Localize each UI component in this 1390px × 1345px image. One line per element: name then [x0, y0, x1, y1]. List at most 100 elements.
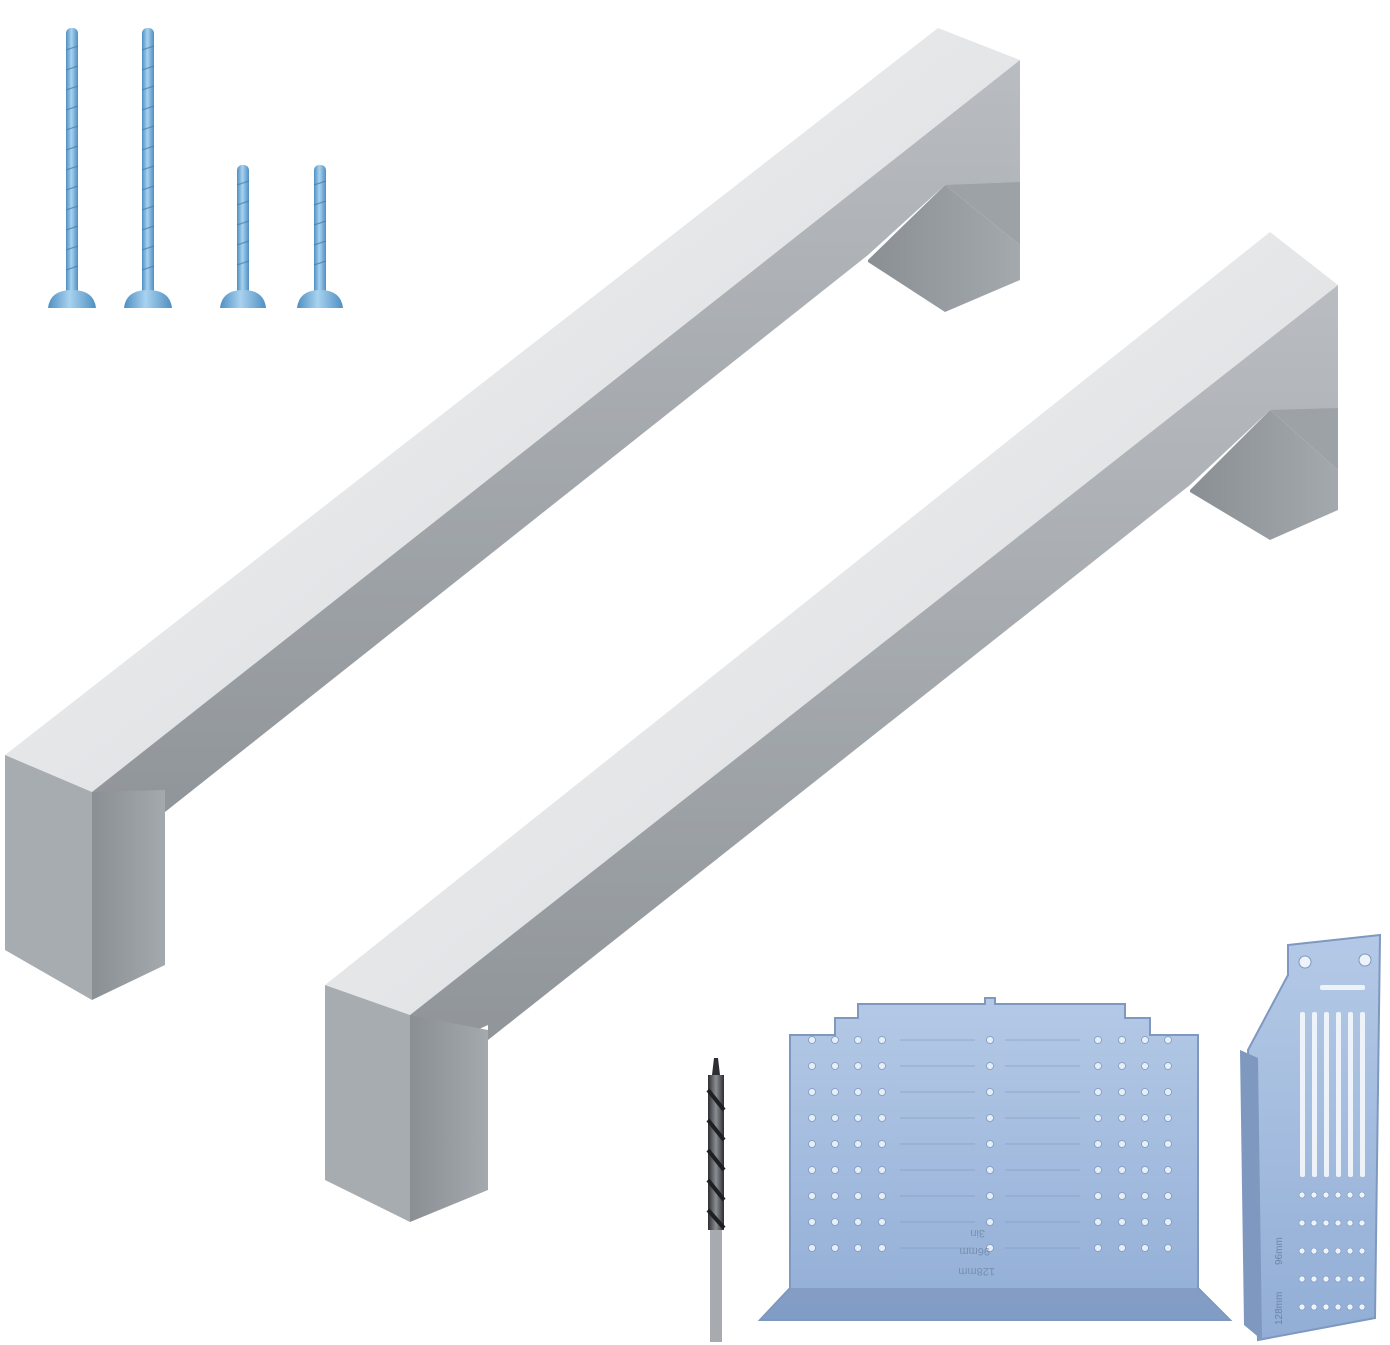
gauge-hole: [1298, 1247, 1306, 1255]
gauge-hole: [1298, 1275, 1306, 1283]
handle-right-front-leg: [325, 985, 410, 1222]
template-hole: [854, 1114, 862, 1122]
template-hole: [1118, 1218, 1126, 1226]
gauge-hole: [1346, 1247, 1354, 1255]
template-hole: [1118, 1088, 1126, 1096]
long-screw-1: [48, 28, 96, 308]
short-screw-1: [220, 165, 266, 308]
handle-left-front-face: [92, 60, 1020, 835]
template-hole: [878, 1088, 886, 1096]
gauge-label-96mm: 96mm: [1274, 1237, 1285, 1265]
template-hole: [808, 1166, 816, 1174]
gauge-slot: [1348, 1012, 1353, 1177]
template-hole: [1141, 1114, 1149, 1122]
gauge-hole: [1334, 1275, 1342, 1283]
gauge-hole: [1334, 1303, 1342, 1311]
short-screw-2: [297, 165, 343, 308]
gauge-hole: [1346, 1275, 1354, 1283]
gauge-slot-group: [1300, 1012, 1365, 1177]
gauge-hole: [1310, 1191, 1318, 1199]
template-hole: [986, 1192, 994, 1200]
template-hole: [1118, 1114, 1126, 1122]
template-hole: [1164, 1192, 1172, 1200]
template-label-96mm: 96mm: [959, 1245, 990, 1257]
gauge-hole-group: [1298, 1191, 1366, 1311]
template-hole: [854, 1062, 862, 1070]
template-hole: [878, 1244, 886, 1252]
gauge-hole: [1322, 1303, 1330, 1311]
template-hole: [1164, 1218, 1172, 1226]
gauge-hole: [1334, 1191, 1342, 1199]
drilling-template-gauge: 96mm 128mm: [1240, 933, 1382, 1342]
template-hole: [1094, 1036, 1102, 1044]
template-hole: [986, 1114, 994, 1122]
template-hole: [1164, 1166, 1172, 1174]
gauge-hole: [1322, 1219, 1330, 1227]
gauge-hole: [1346, 1303, 1354, 1311]
template-hole: [878, 1140, 886, 1148]
template-hole: [831, 1062, 839, 1070]
template-hole: [1164, 1114, 1172, 1122]
template-hole: [808, 1192, 816, 1200]
template-hole: [1164, 1036, 1172, 1044]
template-hole: [854, 1036, 862, 1044]
gauge-slot: [1336, 1012, 1341, 1177]
template-hole: [1164, 1062, 1172, 1070]
template-hole: [1141, 1062, 1149, 1070]
gauge-hole: [1310, 1275, 1318, 1283]
template-hole: [1094, 1140, 1102, 1148]
template-hole: [986, 1166, 994, 1174]
template-hole: [854, 1166, 862, 1174]
template-hole: [1141, 1166, 1149, 1174]
gauge-slot: [1300, 1012, 1305, 1177]
template-hole: [1118, 1062, 1126, 1070]
template-hole: [1094, 1088, 1102, 1096]
gauge-hole: [1310, 1303, 1318, 1311]
gauge-hole: [1322, 1275, 1330, 1283]
template-hole: [986, 1088, 994, 1096]
template-label-3in: 3in: [970, 1227, 985, 1239]
template-hole: [1164, 1244, 1172, 1252]
template-hole: [1094, 1192, 1102, 1200]
handle-right: [325, 232, 1338, 1222]
template-hole: [1141, 1244, 1149, 1252]
template-hole: [808, 1244, 816, 1252]
gauge-hole: [1298, 1191, 1306, 1199]
gauge-hole: [1322, 1247, 1330, 1255]
template-hole: [1141, 1088, 1149, 1096]
template-hole: [986, 1140, 994, 1148]
handle-right-front-face: [410, 285, 1338, 1060]
template-hole: [854, 1192, 862, 1200]
gauge-hole: [1346, 1219, 1354, 1227]
template-hole: [831, 1036, 839, 1044]
template-hole: [854, 1218, 862, 1226]
drilling-template-large: 3in 96mm 128mm: [757, 997, 1233, 1321]
gauge-label-128mm: 128mm: [1274, 1292, 1285, 1325]
template-hole: [1164, 1140, 1172, 1148]
gauge-hole: [1346, 1191, 1354, 1199]
gauge-slot: [1312, 1012, 1317, 1177]
template-hole: [831, 1140, 839, 1148]
gauge-hole: [1298, 1303, 1306, 1311]
gauge-hole: [1358, 1219, 1366, 1227]
template-hole: [808, 1088, 816, 1096]
template-hole: [1094, 1114, 1102, 1122]
gauge-hole: [1298, 1219, 1306, 1227]
template-hole: [878, 1114, 886, 1122]
handle-right-top-face: [325, 232, 1338, 1015]
handle-left-top-face: [5, 28, 1020, 792]
template-hole: [831, 1218, 839, 1226]
gauge-hole: [1334, 1247, 1342, 1255]
drill-bit: [706, 1058, 726, 1342]
gauge-hole: [1310, 1219, 1318, 1227]
long-screw-2: [124, 28, 172, 308]
handle-left-back-leg: [868, 185, 1020, 312]
template-hole: [1094, 1166, 1102, 1174]
template-hole: [878, 1062, 886, 1070]
gauge-hole: [1322, 1191, 1330, 1199]
handle-left-front-leg: [5, 755, 92, 1000]
template-hole: [808, 1036, 816, 1044]
gauge-hole: [1358, 1247, 1366, 1255]
